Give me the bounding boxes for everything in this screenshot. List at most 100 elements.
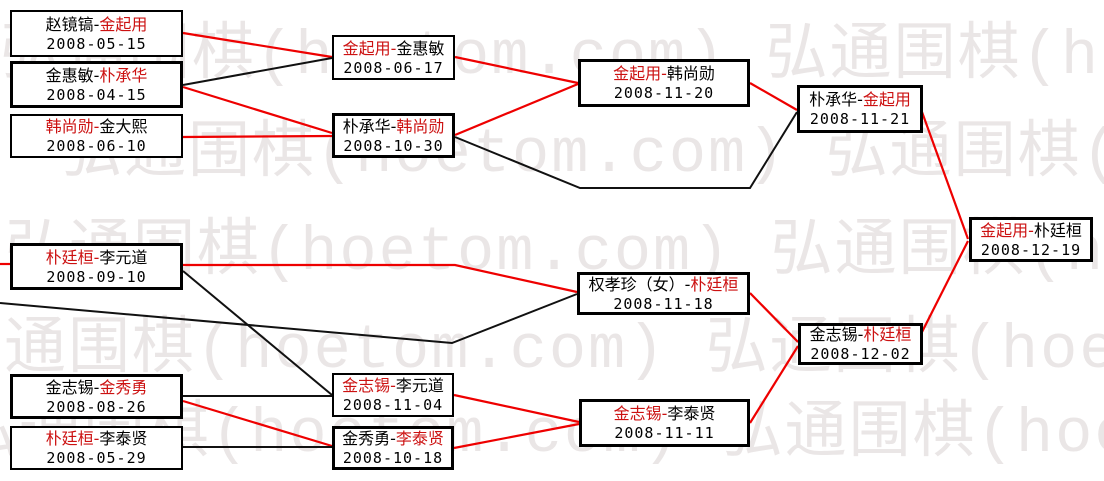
match-players: 朴廷桓-李泰贤 xyxy=(46,428,148,449)
bracket-edge-black xyxy=(454,111,798,189)
winner-name: 朴廷桓 xyxy=(863,325,912,344)
winner-name: 朴廷桓 xyxy=(690,274,739,294)
bracket-edge-red xyxy=(921,240,969,333)
match-players: 金志锡-金秀勇 xyxy=(46,377,148,398)
match-players: 金起用-韩尚勋 xyxy=(613,63,715,84)
bracket-edge-red xyxy=(920,111,970,240)
match-date: 2008-04-15 xyxy=(46,85,147,104)
watermark-text: 弘通围棋(hoetom.com) 弘通围棋(hoetom.com) 弘通围棋(h… xyxy=(0,399,1104,470)
bracket-edge-red xyxy=(453,393,580,424)
match-players: 赵镜镐-金起用 xyxy=(46,14,148,35)
bracket-edge-red xyxy=(182,85,333,135)
winner-name: 金起用- xyxy=(980,220,1034,240)
bracket-edge-red xyxy=(182,399,333,448)
match-date: 2008-06-17 xyxy=(343,58,444,77)
player-name: 权孝珍（女）- xyxy=(588,274,691,294)
winner-name: 金秀勇 xyxy=(99,377,148,397)
bracket-edge-red xyxy=(453,422,580,450)
match-players: 朴廷桓-李元道 xyxy=(46,247,148,268)
bracket-edge-red xyxy=(749,82,798,111)
match-date: 2008-09-10 xyxy=(46,267,147,286)
bracket-edge-red xyxy=(182,134,333,139)
winner-name: 朴廷桓- xyxy=(45,429,100,448)
winner-name: 韩尚勋- xyxy=(45,117,100,136)
match-date: 2008-11-18 xyxy=(613,294,714,313)
match-players: 韩尚勋-金大熙 xyxy=(46,116,148,137)
match-players: 金秀勇-李泰贤 xyxy=(342,428,444,449)
match-players: 金起用-金惠敏 xyxy=(343,38,445,59)
winner-name: 韩尚勋 xyxy=(396,116,445,136)
winner-name: 金志锡- xyxy=(342,376,396,395)
match-date: 2008-11-11 xyxy=(614,424,715,442)
match-players: 权孝珍（女）-朴廷桓 xyxy=(589,274,739,295)
match-date: 2008-11-04 xyxy=(342,396,444,414)
bracket-edge-black xyxy=(182,270,333,396)
match-date: 2008-11-20 xyxy=(613,84,715,102)
match-players: 金志锡-李泰贤 xyxy=(614,403,716,424)
bracket-edge-red xyxy=(183,263,578,294)
match-date: 2008-08-26 xyxy=(46,397,147,416)
player-name: 金大熙 xyxy=(99,117,148,136)
player-name: 金惠敏- xyxy=(45,65,100,85)
bracket-edge-red xyxy=(749,345,799,424)
match-players: 金起用-朴廷桓 xyxy=(980,220,1082,241)
player-name: 朴承华- xyxy=(809,90,863,109)
bracket-edge-black xyxy=(0,293,578,345)
winner-name: 李泰贤 xyxy=(395,429,444,448)
player-name: 金志锡- xyxy=(45,377,100,397)
bracket-edge-black xyxy=(182,57,333,86)
winner-name: 朴承华 xyxy=(99,65,148,85)
winner-name: 金志锡- xyxy=(613,404,668,423)
match-date: 2008-11-21 xyxy=(809,110,911,128)
match-date: 2008-05-15 xyxy=(46,34,147,53)
match-players: 朴承华-金起用 xyxy=(809,89,911,110)
player-name: 赵镜镐- xyxy=(45,14,100,34)
match-date: 2008-06-10 xyxy=(46,137,147,155)
player-name: 朴廷桓 xyxy=(1033,220,1082,240)
winner-name: 金起用- xyxy=(342,38,397,58)
match-players: 朴承华-韩尚勋 xyxy=(343,116,445,137)
player-name: 金惠敏 xyxy=(396,38,445,58)
player-name: 李元道 xyxy=(395,376,444,395)
winner-name: 朴廷桓- xyxy=(45,247,100,267)
match-date: 2008-12-02 xyxy=(810,345,911,363)
player-name: 朴承华- xyxy=(342,116,397,136)
player-name: 金志锡- xyxy=(809,325,864,344)
match-players: 金志锡-李元道 xyxy=(342,375,444,396)
player-name: 李元道 xyxy=(99,247,148,267)
player-name: 李泰贤 xyxy=(99,429,148,448)
match-players: 金志锡-朴廷桓 xyxy=(810,324,912,345)
bracket-edge-red xyxy=(749,292,799,343)
player-name: 金秀勇- xyxy=(342,429,396,448)
winner-name: 金起用 xyxy=(99,14,148,34)
player-name: 李泰贤 xyxy=(667,404,716,423)
match-date: 2008-10-18 xyxy=(342,449,444,467)
player-name: 韩尚勋 xyxy=(666,64,715,83)
winner-name: 金起用 xyxy=(862,90,911,109)
match-date: 2008-05-29 xyxy=(46,449,147,467)
bracket-edge-red xyxy=(454,82,579,137)
match-players: 金惠敏-朴承华 xyxy=(46,65,148,86)
bracket-edge-red xyxy=(454,55,579,85)
match-date: 2008-12-19 xyxy=(980,240,1082,259)
winner-name: 金起用- xyxy=(613,64,667,83)
match-date: 2008-10-30 xyxy=(343,136,444,155)
